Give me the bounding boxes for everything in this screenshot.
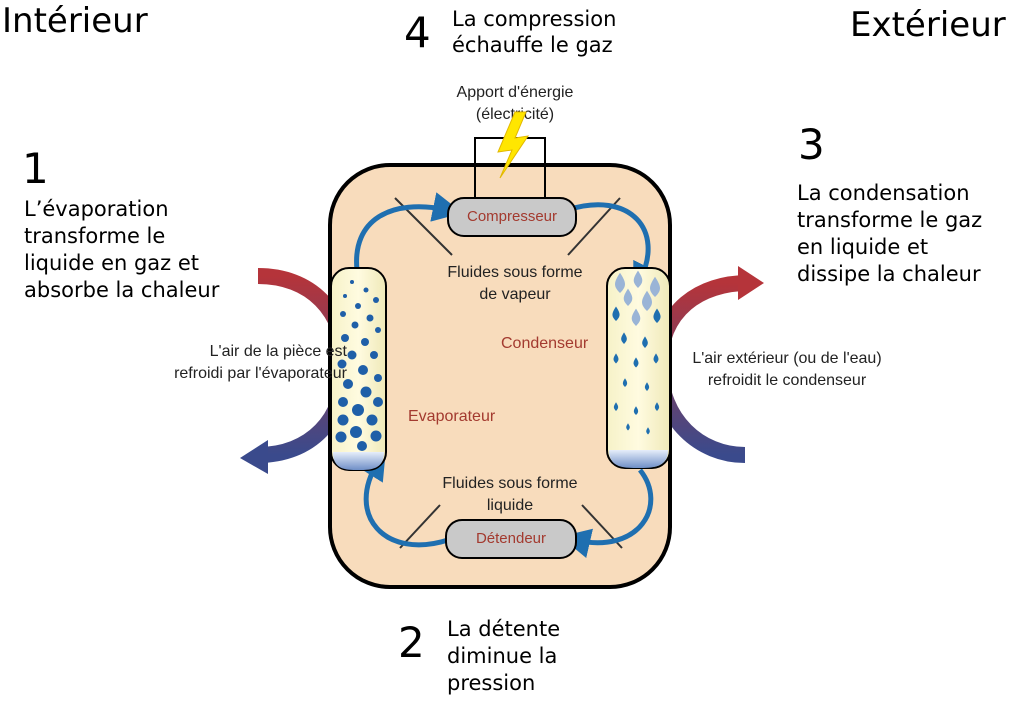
step-1-line: transforme le <box>24 224 166 248</box>
evaporator-label: Evaporateur <box>408 408 496 425</box>
water-drop <box>621 332 627 344</box>
step-4-number: 4 <box>404 8 431 57</box>
step-4-line: La compression <box>452 7 617 31</box>
step-1-text: L’évaporation transforme le liquide en g… <box>24 196 219 304</box>
water-drop <box>615 272 625 293</box>
evaporator-bubbles <box>335 280 383 451</box>
condenser-liquid <box>609 450 668 468</box>
outside-air-label: L'air extérieur (ou de l'eau) refroidit … <box>672 348 902 392</box>
step-2-line: diminue la <box>447 644 558 668</box>
flow-arrow <box>566 202 661 294</box>
step-1-line: liquide en gaz et <box>24 251 200 275</box>
step-1-line: L’évaporation <box>24 197 169 221</box>
step-2-line: pression <box>447 671 536 695</box>
step-2-text: La détente diminue la pression <box>447 616 560 697</box>
lightning-icon <box>497 111 530 179</box>
water-drop <box>650 276 660 297</box>
interior-title: Intérieur <box>2 1 148 41</box>
liquid-line: Fluides sous forme <box>442 475 578 492</box>
vapor-fluid-label: Fluides sous forme de vapeur <box>420 262 610 306</box>
exterior-title: Extérieur <box>850 5 1006 45</box>
connector-line <box>399 504 441 549</box>
step-1-line: absorbe la chaleur <box>24 278 220 302</box>
vapor-line: de vapeur <box>479 286 551 303</box>
water-drop <box>626 423 630 431</box>
water-drop <box>654 402 660 411</box>
step-4-text: La compression échauffe le gaz <box>452 6 616 58</box>
flow-arrow <box>354 192 463 271</box>
water-drop <box>622 378 628 387</box>
step-3-number: 3 <box>798 120 825 169</box>
step-3-text: La condensation transforme le gaz en liq… <box>797 180 982 288</box>
outside-air-line: refroidit le condenseur <box>707 372 867 389</box>
step-2-line: La détente <box>447 617 561 641</box>
compressor-label: Compresseur <box>466 208 558 225</box>
step-2-number: 2 <box>398 618 425 667</box>
water-drop <box>613 353 619 364</box>
water-drop <box>633 357 639 368</box>
step-3-line: transforme le gaz <box>797 208 983 232</box>
step-3-line: en liquide et <box>797 235 929 259</box>
step-3-line: La condensation <box>797 181 970 205</box>
room-air-line: refroidi par l'évaporateur <box>174 365 347 382</box>
evaporator-liquid <box>333 452 384 470</box>
water-drop <box>613 402 619 411</box>
water-drop <box>653 308 661 323</box>
room-air-line: L'air de la pièce est <box>209 343 347 360</box>
liquid-line: liquide <box>486 497 534 514</box>
water-drop <box>633 270 643 288</box>
room-air-arrowhead <box>240 440 268 474</box>
water-drop <box>644 382 650 391</box>
compressor-pill <box>447 197 577 237</box>
water-drop <box>653 353 659 364</box>
energy-line: Apport d'énergie <box>456 84 574 101</box>
water-drop <box>633 406 639 415</box>
outside-air-arrowhead <box>738 266 764 300</box>
step-4-line: échauffe le gaz <box>452 33 613 57</box>
water-drop <box>642 290 652 311</box>
vapor-line: Fluides sous forme <box>447 264 583 281</box>
flow-arrow <box>560 468 654 558</box>
liquid-fluid-label: Fluides sous forme liquide <box>415 473 605 517</box>
water-drop <box>631 308 641 326</box>
condenser-tube <box>606 267 671 469</box>
water-drop <box>612 306 620 321</box>
expander-pill <box>445 519 577 559</box>
condenser-drops <box>612 270 661 435</box>
expander-label: Détendeur <box>475 530 547 547</box>
outside-air-line: L'air extérieur (ou de l'eau) <box>692 350 882 367</box>
water-drop <box>623 288 633 306</box>
water-drop <box>642 336 648 348</box>
step-1-number: 1 <box>22 144 49 193</box>
step-3-line: dissipe la chaleur <box>797 262 981 286</box>
flow-arrow <box>357 449 449 548</box>
condenser-label: Condenseur <box>501 335 589 352</box>
water-drop <box>646 427 650 435</box>
room-air-label: L'air de la pièce est refroidi par l'éva… <box>132 341 347 385</box>
